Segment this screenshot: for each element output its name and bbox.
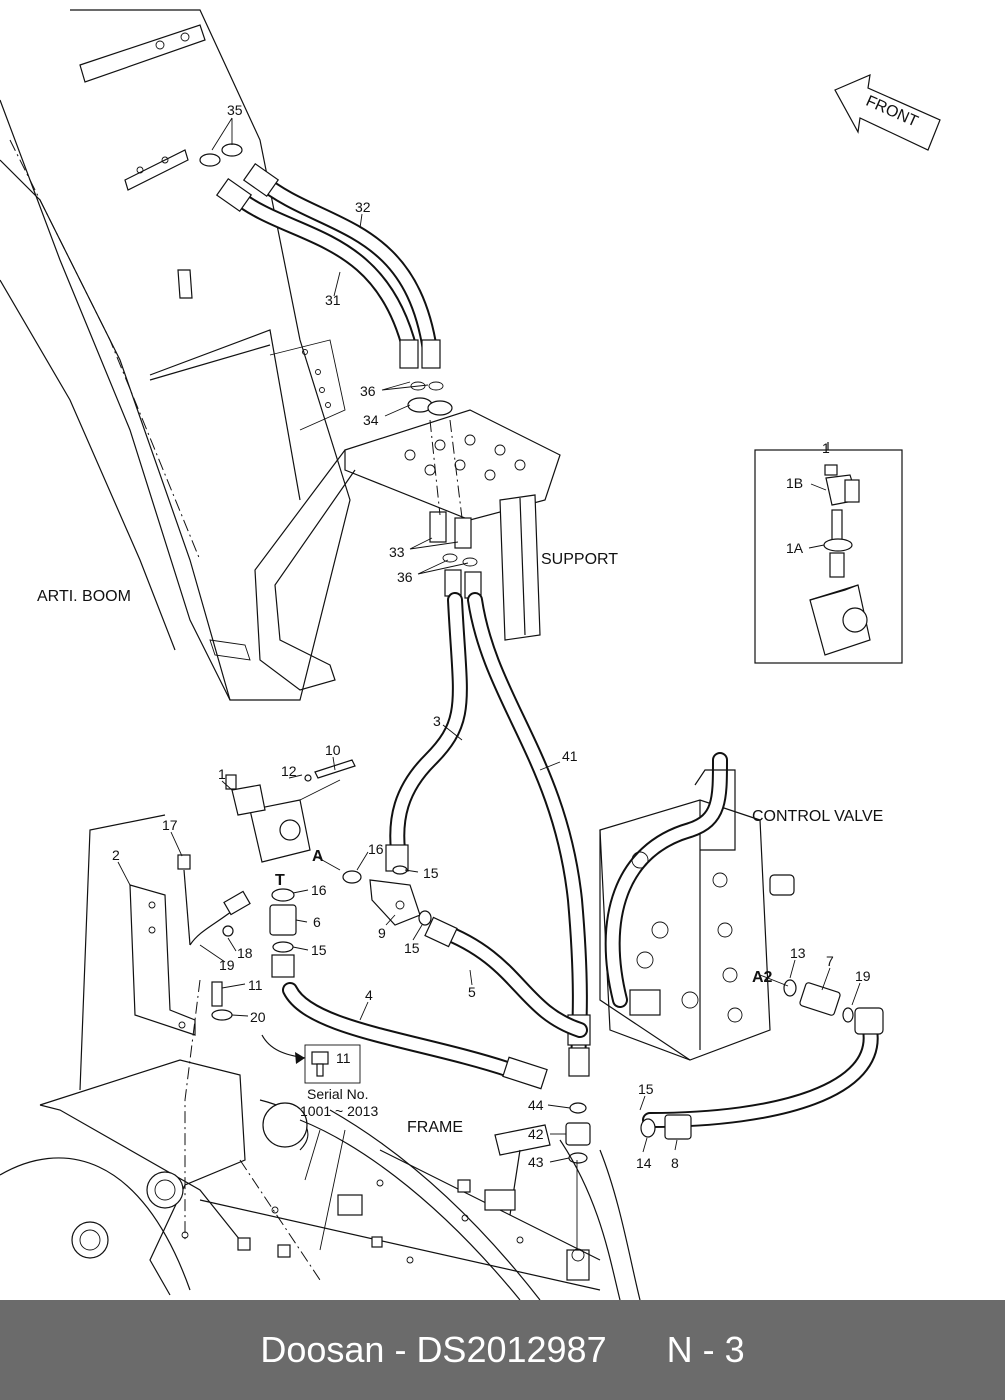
callout-36-mid: 36 (397, 569, 413, 585)
solenoid-valve-assembly (225, 759, 356, 863)
footer-separator: - (384, 1329, 417, 1370)
callout-34: 34 (363, 412, 379, 428)
frame-label: FRAME (407, 1119, 463, 1136)
port-a2-label: A2 (752, 969, 773, 986)
callout-15-d: 15 (638, 1081, 654, 1097)
leader-lines (117, 117, 861, 1163)
callout-14: 14 (636, 1155, 652, 1171)
serial-range: 1001 ~ 2013 (300, 1103, 378, 1119)
callout-19-b: 19 (855, 968, 871, 984)
callout-15-c: 15 (404, 940, 420, 956)
support-label: SUPPORT (541, 551, 618, 568)
callout-44: 44 (528, 1097, 544, 1113)
footer-gap (607, 1329, 667, 1371)
frame-structure (0, 814, 641, 1300)
inset-solenoid-detail (754, 442, 903, 664)
inset-part-1b: 1B (786, 475, 803, 491)
callout-41: 41 (562, 748, 578, 764)
port-t-label: T (275, 872, 285, 889)
callout-4: 4 (365, 987, 373, 1003)
serial-title: Serial No. (307, 1086, 368, 1102)
callout-8: 8 (671, 1155, 679, 1171)
callout-18: 18 (237, 945, 253, 961)
footer-bar: Doosan - DS2012987 N - 3 (0, 1300, 1005, 1400)
callout-5: 5 (468, 984, 476, 1000)
fittings (269, 865, 588, 1090)
hoses-3-41 (385, 592, 591, 1077)
callout-19-a: 19 (219, 957, 235, 973)
footer-brand: Doosan (260, 1329, 385, 1370)
callout-17: 17 (162, 817, 178, 833)
port-a-label: A (312, 848, 324, 865)
callout-35: 35 (227, 102, 243, 118)
footer-page-ref: N - 3 (666, 1329, 745, 1370)
callout-3: 3 (433, 713, 441, 729)
serial-detail (261, 1034, 361, 1251)
callout-7: 7 (826, 953, 834, 969)
callout-1: 1 (218, 766, 226, 782)
callout-42: 42 (528, 1126, 544, 1142)
callout-2: 2 (112, 847, 120, 863)
callout-6: 6 (313, 914, 321, 930)
arti-boom-structure (0, 9, 351, 701)
control-valve-label: CONTROL VALVE (752, 808, 883, 825)
callout-11-detail: 11 (336, 1050, 351, 1066)
fittings-42-43-44 (494, 1102, 591, 1281)
hoses-31-32 (199, 143, 453, 416)
inset-part-1a: 1A (786, 540, 804, 556)
callout-32: 32 (355, 199, 371, 215)
callout-15-b: 15 (311, 942, 327, 958)
callout-13: 13 (790, 945, 806, 961)
support-bracket (254, 409, 561, 691)
callout-31: 31 (325, 292, 341, 308)
callout-36-top: 36 (360, 383, 376, 399)
inset-title: 1 (822, 440, 830, 456)
callout-20: 20 (250, 1009, 266, 1025)
front-arrow (834, 74, 941, 151)
callout-10: 10 (325, 742, 341, 758)
callout-12: 12 (281, 763, 297, 779)
control-valve (599, 752, 884, 1140)
callout-11: 11 (248, 977, 263, 993)
callout-43: 43 (528, 1154, 544, 1170)
callout-16-a: 16 (368, 841, 384, 857)
parts-diagram: FRONT SUPPORT ARTI. BOOM CONTROL VALVE F… (0, 9, 941, 1300)
arti-boom-label: ARTI. BOOM (37, 588, 131, 605)
callout-16-b: 16 (311, 882, 327, 898)
bracket-2 (129, 854, 251, 1036)
callout-33: 33 (389, 544, 405, 560)
callout-9: 9 (378, 925, 386, 941)
callout-15-a: 15 (423, 865, 439, 881)
footer-part-number: DS2012987 (416, 1329, 607, 1370)
